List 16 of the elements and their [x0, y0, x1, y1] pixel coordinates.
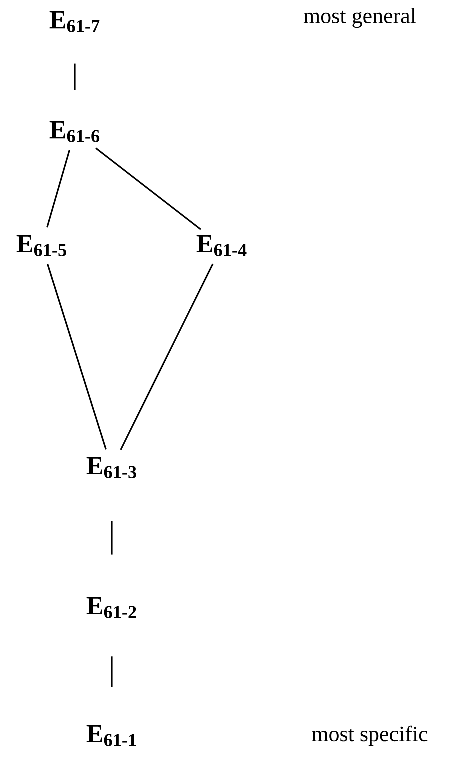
connector-line: [96, 148, 202, 230]
connector-line: [46, 150, 70, 228]
node-label: E$_{61-5}$: [16, 236, 66, 256]
node-label: E$_{61-6}$: [50, 122, 100, 142]
node-label: E$_{61-2}$: [86, 598, 136, 618]
connector-line: [111, 656, 113, 688]
annotation: most specific: [312, 726, 428, 746]
node-label: E$_{61-4}$: [196, 236, 247, 256]
connector-line: [74, 64, 76, 90]
connector-line: [111, 521, 113, 555]
node-label: E$_{61-3}$: [86, 458, 136, 478]
connector-line: [47, 264, 107, 450]
connector-line: [120, 264, 214, 450]
annotation: most general: [304, 8, 416, 28]
node-label: E$_{61-7}$: [50, 12, 100, 32]
node-label: E$_{61-1}$: [86, 726, 136, 746]
